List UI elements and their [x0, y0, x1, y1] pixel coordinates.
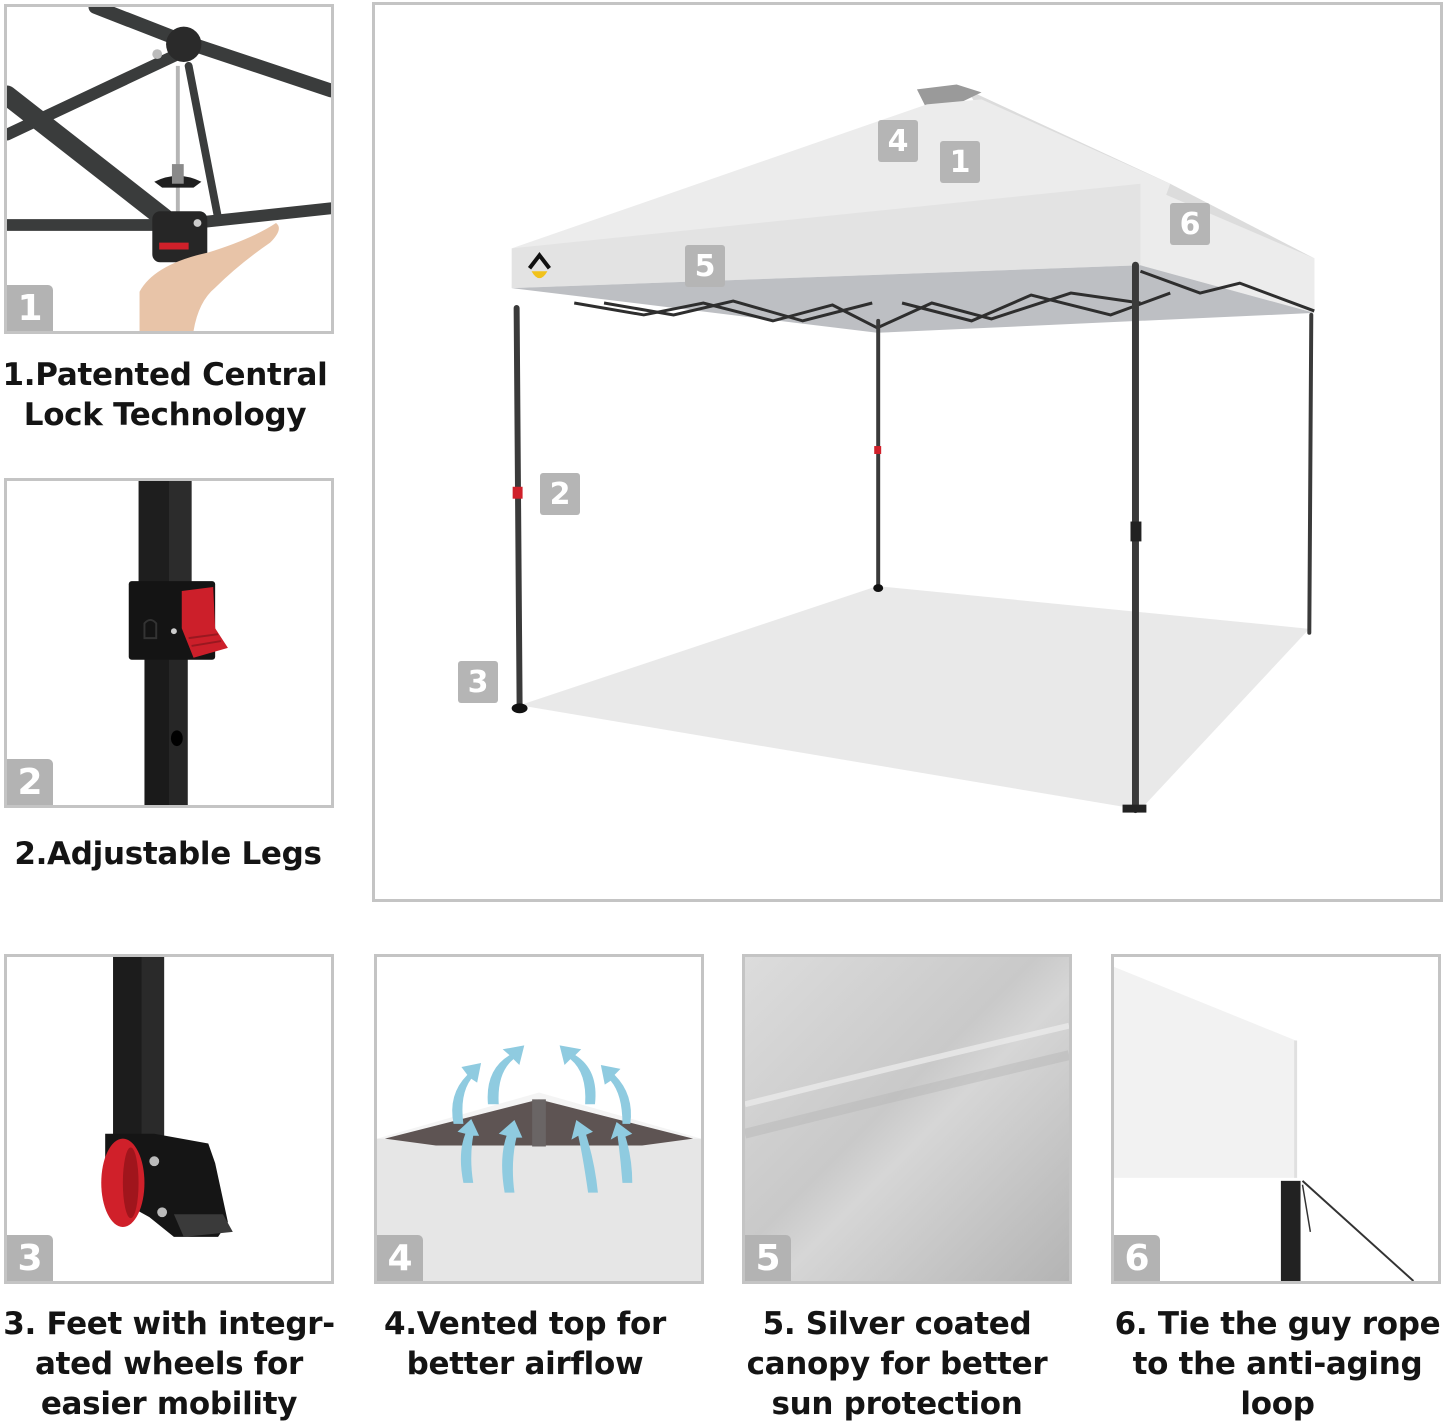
callout-badge-1: 1	[940, 141, 980, 183]
canopy-tent-illustration	[511, 84, 1315, 814]
vented-top-illustration	[377, 1045, 701, 1281]
callout-badge-4: 4	[878, 120, 918, 162]
callout-badge-5: 5	[685, 245, 725, 287]
airflow-arrows-icon	[452, 1045, 633, 1193]
feature-image-adjustable-legs: 2	[4, 478, 334, 808]
feature-image-guy-rope: 6	[1111, 954, 1441, 1284]
callout-badge-3: 3	[458, 661, 498, 703]
feature-caption-central-lock: 1.Patented Central Lock Technology	[2, 357, 328, 433]
adjustable-leg-illustration	[128, 481, 228, 805]
feature-image-wheeled-feet: 3	[4, 954, 334, 1284]
feature-number-badge: 4	[377, 1235, 423, 1281]
feature-caption-adjustable-legs: 2.Adjustable Legs	[14, 836, 322, 872]
feature-number-badge: 6	[1114, 1235, 1160, 1281]
feature-caption-vented-top: 4.Vented top for better airflow	[384, 1306, 666, 1382]
silver-fabric-illustration	[745, 957, 1069, 1281]
feature-number-badge: 1	[7, 285, 53, 331]
feature-number-badge: 5	[745, 1235, 791, 1281]
callout-badge-6: 6	[1170, 203, 1210, 245]
brand-logo-icon	[527, 252, 551, 279]
feature-image-vented-top: 4	[374, 954, 704, 1284]
wheeled-foot-illustration	[101, 957, 233, 1237]
feature-caption-wheeled-feet: 3. Feet with integr- ated wheels for eas…	[3, 1306, 335, 1422]
feature-number-badge: 3	[7, 1235, 53, 1281]
central-lock-illustration	[7, 7, 331, 331]
feature-image-central-lock: 1	[4, 4, 334, 334]
feature-caption-silver-canopy: 5. Silver coated canopy for better sun p…	[746, 1306, 1048, 1422]
feature-caption-guy-rope: 6. Tie the guy rope to the anti-aging lo…	[1114, 1306, 1441, 1422]
main-canopy-image: 4 1 6 5 2 3	[372, 2, 1443, 902]
guy-rope-illustration	[1114, 966, 1415, 1281]
callout-badge-2: 2	[540, 473, 580, 515]
feature-number-badge: 2	[7, 759, 53, 805]
feature-image-silver-canopy: 5	[742, 954, 1072, 1284]
